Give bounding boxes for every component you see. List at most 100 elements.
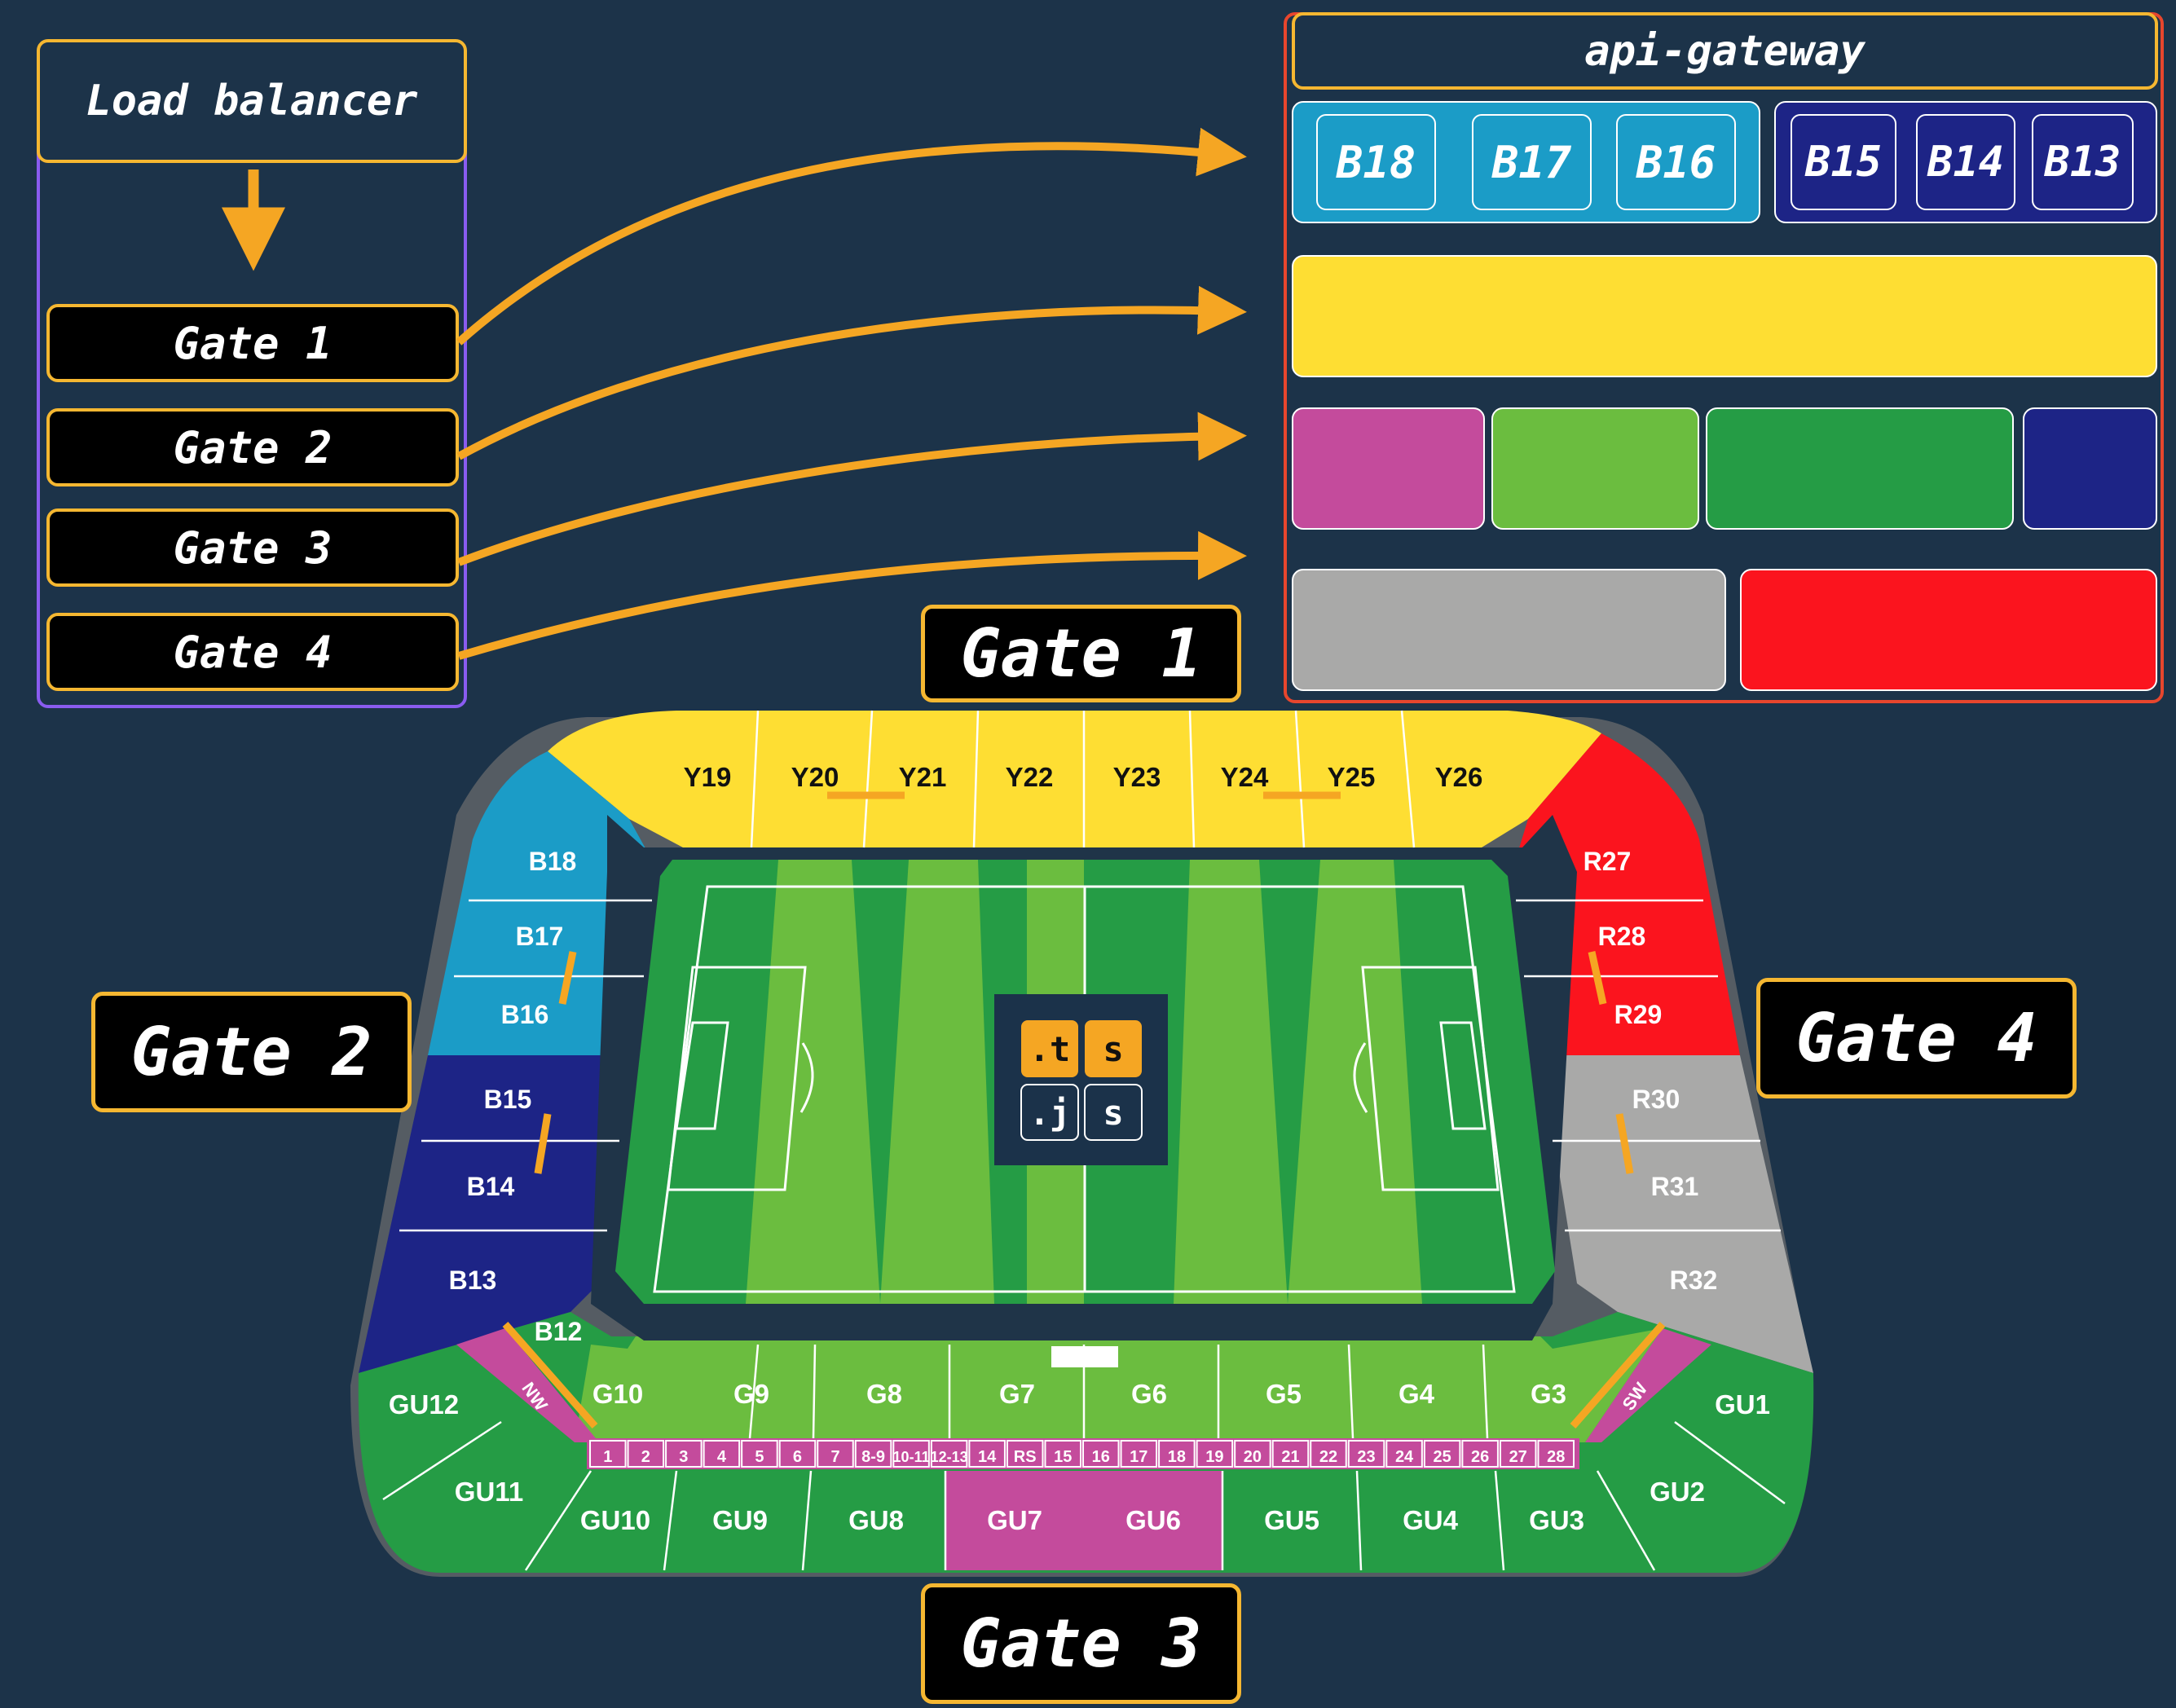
- seat-number-label[interactable]: 4: [717, 1448, 727, 1466]
- section-b16[interactable]: B16: [1616, 114, 1736, 210]
- api-gateway-title[interactable]: api-gateway: [1292, 12, 2158, 90]
- seat-number-label[interactable]: 7: [830, 1448, 839, 1466]
- seat-number-label[interactable]: 28: [1547, 1448, 1565, 1466]
- section-label: B13: [2044, 138, 2121, 187]
- magenta-block[interactable]: [1292, 407, 1485, 530]
- section-label-b12[interactable]: B12: [535, 1317, 583, 1346]
- section-label-g9[interactable]: G9: [733, 1379, 769, 1409]
- section-label-gu9[interactable]: GU9: [712, 1505, 768, 1535]
- seat-number-label[interactable]: 2: [641, 1448, 650, 1466]
- section-label-r29[interactable]: R29: [1614, 1000, 1663, 1029]
- gate-4-box[interactable]: Gate 4: [46, 613, 459, 691]
- section-label-gu2[interactable]: GU2: [1650, 1477, 1705, 1507]
- logo-letters-js[interactable]: .j: [1029, 1093, 1071, 1133]
- section-label-g7[interactable]: G7: [999, 1379, 1035, 1409]
- section-label-r31[interactable]: R31: [1651, 1172, 1699, 1201]
- section-label-y19[interactable]: Y19: [684, 762, 732, 792]
- section-label-gu6[interactable]: GU6: [1125, 1505, 1181, 1535]
- seat-number-label[interactable]: 20: [1244, 1448, 1262, 1466]
- section-label-y23[interactable]: Y23: [1113, 762, 1161, 792]
- section-label-r32[interactable]: R32: [1670, 1266, 1718, 1295]
- seat-number-label[interactable]: 18: [1168, 1448, 1186, 1466]
- light-green-block[interactable]: [1491, 407, 1699, 530]
- section-label-g6[interactable]: G6: [1131, 1379, 1167, 1409]
- section-label-gu5[interactable]: GU5: [1264, 1505, 1319, 1535]
- section-label-g10[interactable]: G10: [592, 1379, 643, 1409]
- seat-number-label[interactable]: 23: [1357, 1448, 1375, 1466]
- pitch-stripes: [746, 860, 1422, 1304]
- section-label-y25[interactable]: Y25: [1328, 762, 1376, 792]
- nw-corner: [456, 1328, 599, 1442]
- section-label-y26[interactable]: Y26: [1435, 762, 1483, 792]
- section-label-gu7[interactable]: GU7: [987, 1505, 1042, 1535]
- section-label-b16[interactable]: B16: [501, 1000, 549, 1029]
- seat-number-label[interactable]: 26: [1471, 1448, 1489, 1466]
- gate-tag-right[interactable]: Gate 4: [1756, 978, 2077, 1098]
- gate-3-box[interactable]: Gate 3: [46, 508, 459, 587]
- gate-1-box[interactable]: Gate 1: [46, 304, 459, 382]
- section-label-y24[interactable]: Y24: [1221, 762, 1269, 792]
- yellow-block[interactable]: [1292, 255, 2157, 377]
- load-balancer[interactable]: Load balancer: [37, 39, 467, 163]
- section-label: B14: [1927, 138, 2004, 187]
- section-label-y20[interactable]: Y20: [791, 762, 839, 792]
- gate-tag-left[interactable]: Gate 2: [91, 992, 412, 1112]
- seat-number-label[interactable]: RS: [1014, 1448, 1037, 1466]
- section-label-gu10[interactable]: GU10: [580, 1505, 650, 1535]
- seat-number-label[interactable]: 24: [1395, 1448, 1414, 1466]
- section-label-gu3[interactable]: GU3: [1529, 1505, 1584, 1535]
- logo-letters-ts[interactable]: s: [1103, 1029, 1123, 1069]
- seat-number-label[interactable]: 15: [1054, 1448, 1072, 1466]
- section-label-b15[interactable]: B15: [484, 1085, 532, 1114]
- seat-number-label[interactable]: 5: [755, 1448, 764, 1466]
- red-block[interactable]: [1740, 569, 2157, 691]
- section-b18[interactable]: B18: [1316, 114, 1436, 210]
- gate-4-arrow: [457, 530, 1247, 660]
- section-label-gu1[interactable]: GU1: [1715, 1389, 1770, 1420]
- seat-number-label[interactable]: 16: [1092, 1448, 1110, 1466]
- seat-number-label[interactable]: 10-11: [893, 1449, 930, 1465]
- dark-blue-block[interactable]: [2023, 407, 2157, 530]
- section-label-r27[interactable]: R27: [1584, 847, 1632, 876]
- green-block[interactable]: [1706, 407, 2014, 530]
- section-label-gu4[interactable]: GU4: [1403, 1505, 1459, 1535]
- seat-number-label[interactable]: 3: [679, 1448, 688, 1466]
- logo-letters-js[interactable]: s: [1103, 1093, 1123, 1133]
- seat-number-label[interactable]: 14: [978, 1448, 997, 1466]
- section-b14[interactable]: B14: [1916, 114, 2015, 210]
- gate-tag-top[interactable]: Gate 1: [921, 605, 1241, 702]
- section-label-y21[interactable]: Y21: [899, 762, 947, 792]
- seat-number-label[interactable]: 6: [793, 1448, 802, 1466]
- seat-number-label[interactable]: 22: [1319, 1448, 1337, 1466]
- section-label-b18[interactable]: B18: [529, 847, 577, 876]
- section-b17[interactable]: B17: [1472, 114, 1592, 210]
- section-b13[interactable]: B13: [2032, 114, 2134, 210]
- grey-block[interactable]: [1292, 569, 1726, 691]
- section-label-gu11[interactable]: GU11: [455, 1477, 523, 1507]
- section-label-gu8[interactable]: GU8: [848, 1505, 904, 1535]
- section-label-b14[interactable]: B14: [467, 1172, 515, 1201]
- seat-number-label[interactable]: 17: [1130, 1448, 1147, 1466]
- section-label-g3[interactable]: G3: [1531, 1379, 1566, 1409]
- section-label-r30[interactable]: R30: [1632, 1085, 1680, 1114]
- gate-1-arrow: [456, 127, 1247, 346]
- section-label-b13[interactable]: B13: [449, 1266, 497, 1295]
- section-label-gu12[interactable]: GU12: [389, 1389, 459, 1420]
- section-label-b17[interactable]: B17: [516, 922, 564, 951]
- section-label-g8[interactable]: G8: [866, 1379, 902, 1409]
- gate-tag-bottom[interactable]: Gate 3: [921, 1583, 1241, 1704]
- section-label-y22[interactable]: Y22: [1006, 762, 1054, 792]
- seat-number-label[interactable]: 25: [1433, 1448, 1451, 1466]
- section-label-r28[interactable]: R28: [1598, 922, 1646, 951]
- seat-number-label[interactable]: 19: [1205, 1448, 1223, 1466]
- section-label-g4[interactable]: G4: [1399, 1379, 1435, 1409]
- section-label-g5[interactable]: G5: [1266, 1379, 1302, 1409]
- section-b15[interactable]: B15: [1791, 114, 1896, 210]
- gate-2-box[interactable]: Gate 2: [46, 408, 459, 486]
- seat-number-label[interactable]: 8-9: [861, 1448, 885, 1466]
- seat-number-label[interactable]: 12-13: [931, 1449, 968, 1465]
- seat-number-label[interactable]: 27: [1509, 1448, 1527, 1466]
- seat-number-label[interactable]: 1: [603, 1448, 612, 1466]
- logo-letters-ts[interactable]: .t: [1029, 1029, 1071, 1069]
- seat-number-label[interactable]: 21: [1281, 1448, 1299, 1466]
